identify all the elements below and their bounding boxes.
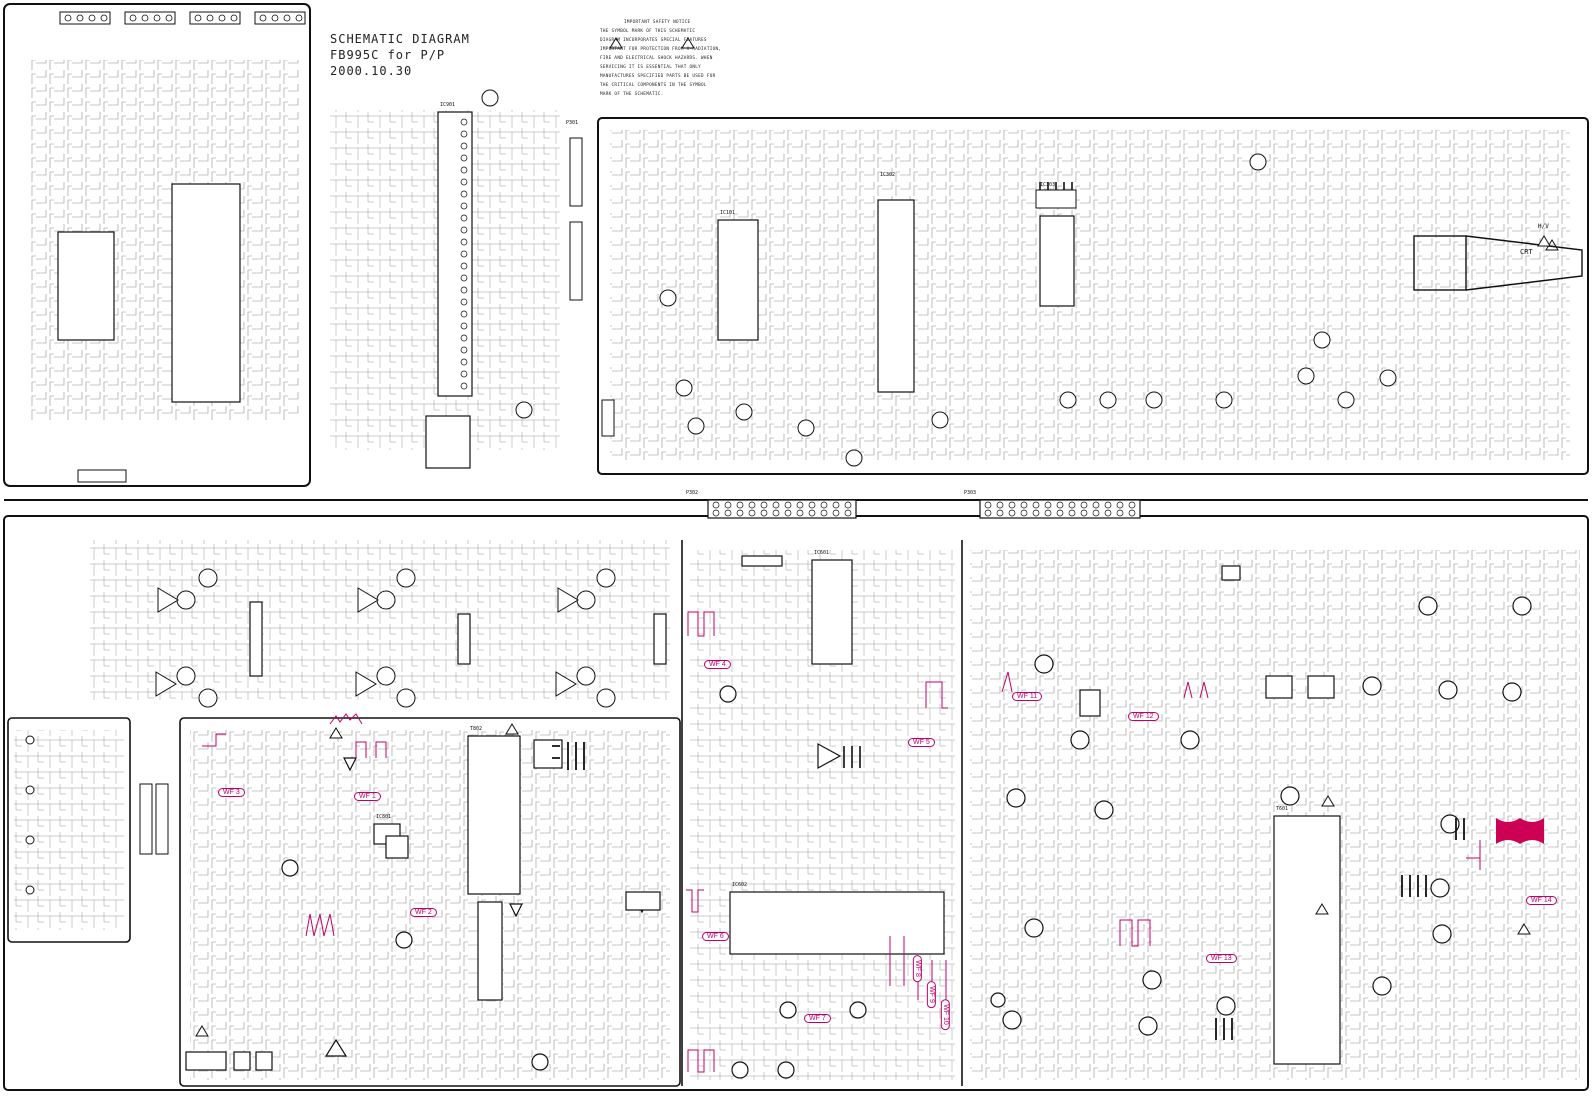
safety-notice-line: MANUFACTURES SPECIFIED PARTS BE USED FOR [600,74,716,79]
crt-label: CRT [1520,248,1533,256]
ic-chip [57,231,115,341]
ic-chip [171,183,241,403]
waveform-tag-6: WF 6 [702,932,729,941]
label-ic302: IC302 [880,172,896,178]
waveform-sketches [202,611,1481,1073]
waveform-tag-9: WF 9 [926,981,936,1008]
ic-chips-top-right [717,182,1077,393]
mcu-chip [437,111,473,397]
deflection-block [625,555,945,1079]
safety-notice-line: IMPORTANT FOR PROTECTION FROM X-RADIATIO… [600,47,722,52]
warning-triangles [195,37,1551,1037]
safety-notice: IMPORTANT SAFETY NOTICE THE SYMBOL MARK … [600,18,730,99]
label-ic303: IC303 [1040,182,1056,188]
waveform-tag-8: WF 8 [912,955,922,982]
waveform-tag-7: WF 7 [804,1014,831,1023]
waveform-fill [1496,818,1544,844]
hv-label: H/V [1538,223,1549,230]
waveform-tag-14: WF 14 [1526,896,1557,905]
ic-chip [1039,215,1075,307]
smps-transformer [467,735,521,895]
frame-power-input [7,717,131,943]
label-ic801: IC801 [376,814,392,820]
power-input-block [25,735,169,895]
waveform-tag-1: WF 1 [354,792,381,801]
safety-notice-line: MARK OF THE SCHEMATIC. [600,92,664,97]
waveform-tag-10: WF 10 [940,999,950,1030]
waveform-tag-11: WF 11 [1012,692,1043,701]
safety-notice-heading: IMPORTANT SAFETY NOTICE [624,20,691,25]
label-p303: P303 [964,490,977,496]
fbt-transformer [1273,815,1341,1065]
ic-chip [877,199,915,393]
safety-notice-line: FIRE AND ELECTRICAL SHOCK HAZARDS. WHEN [600,56,713,61]
frame-top-right [597,117,1589,475]
diagram-title-line1: SCHEMATIC DIAGRAM [330,32,470,46]
top-left-connectors [59,11,306,483]
label-ic901: IC901 [440,102,456,108]
waveform-tag-4: WF 4 [704,660,731,669]
purity-circuits [155,568,667,708]
ic-chips-top-left [57,183,241,403]
waveform-tag-2: WF 2 [410,908,437,917]
ic-chip [717,219,759,341]
label-fbt: T601 [1276,806,1289,812]
safety-notice-line: SERVICING IT IS ESSENTIAL THAT ONLY [600,65,702,70]
label-p301: P301 [566,120,579,126]
label-p302: P302 [686,490,699,496]
eeprom-chip [425,415,471,469]
diagram-date: 2000.10.30 [330,64,413,78]
ic-chip [811,559,853,665]
waveform-tag-13: WF 13 [1206,954,1237,963]
horizontal-block [990,565,1532,1065]
label-ic602: IC602 [732,882,748,888]
mcu-block [425,111,615,469]
waveform-tag-3: WF 3 [218,788,245,797]
waveform-tag-12: WF 12 [1128,712,1159,721]
smps-block [185,735,795,1079]
diagram-title-line2: FB995C for P/P [330,48,446,62]
label-ic101: IC101 [720,210,736,216]
board-interconnect [707,499,1141,519]
ic-chip [729,891,945,955]
safety-notice-line: THE SYMBOL MARK OF THIS SCHEMATIC [600,29,696,34]
waveform-tag-5: WF 5 [908,738,935,747]
frame-smps [179,717,681,1087]
frame-top-left [3,3,311,487]
label-ic601: IC601 [814,550,830,556]
safety-notice-line: DIAGRAM INCORPORATES SPECIAL FEATURES [600,38,707,43]
safety-notice-line: THE CRITICAL COMPONENTS IN THE SYMBOL [600,83,707,88]
transistors-top [481,89,1397,467]
label-smps: T802 [470,726,483,732]
